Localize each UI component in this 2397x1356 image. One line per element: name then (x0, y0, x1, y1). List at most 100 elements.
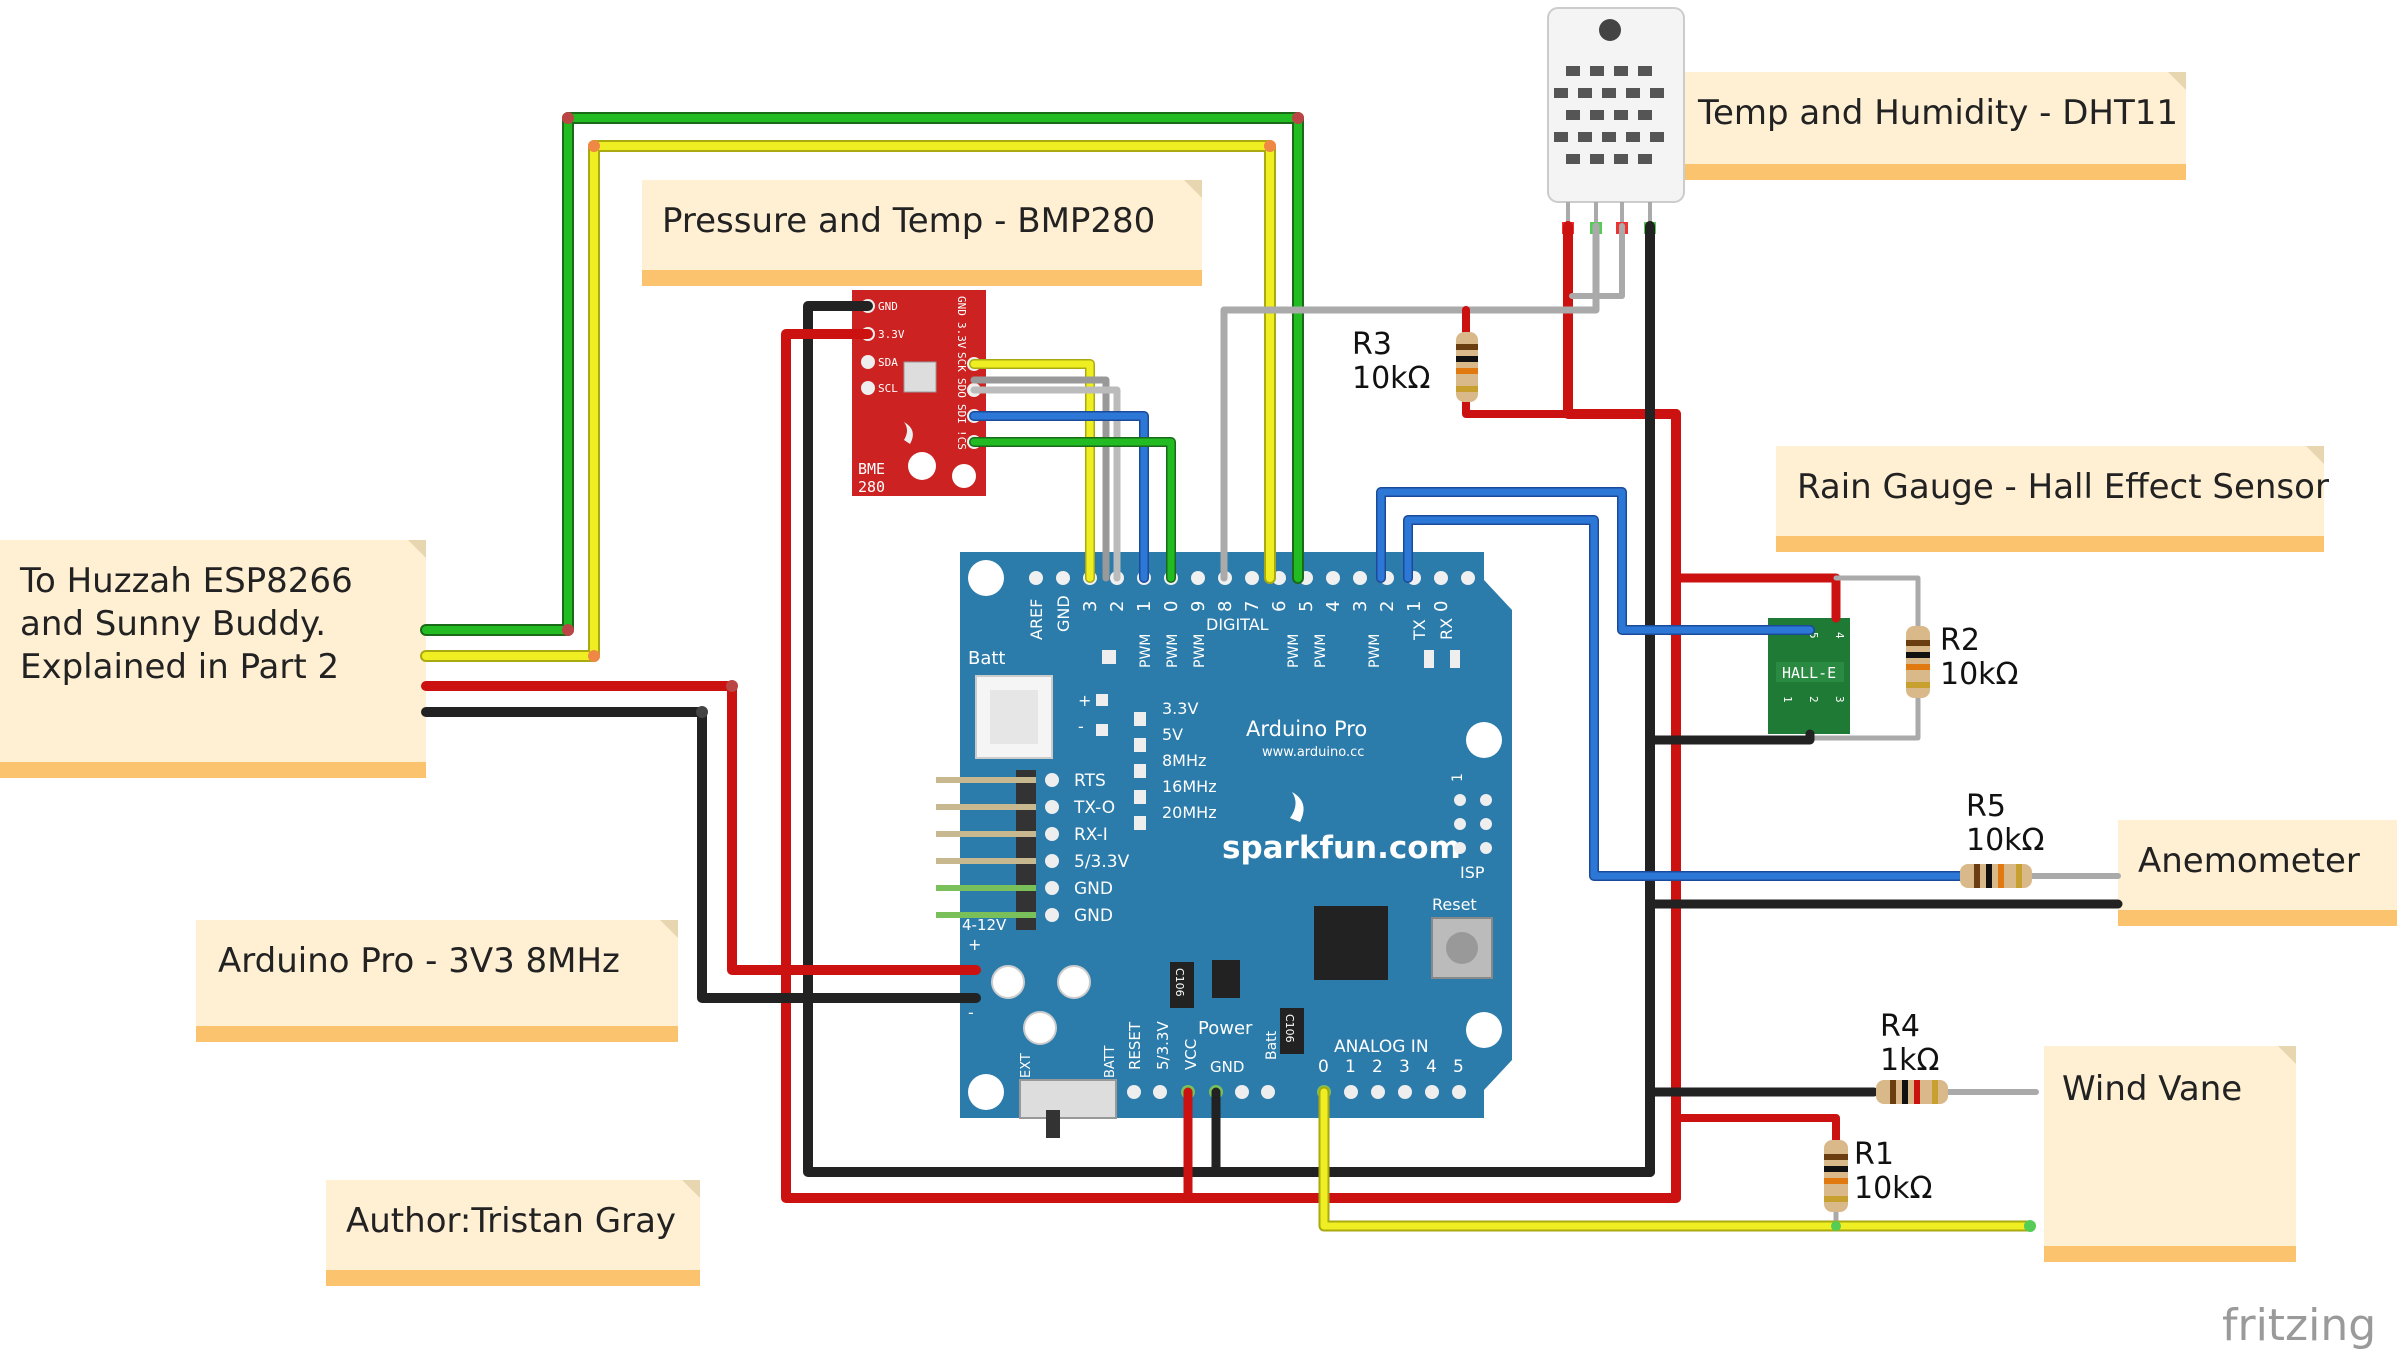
note-anemometer: Anemometer (2118, 820, 2397, 926)
pin-9-label: 9 (1188, 601, 1209, 612)
reset-label: Reset (1432, 895, 1477, 914)
wire-windvane-signal (1320, 1088, 2034, 1230)
resistor-r5: R5 10kΩ (1960, 789, 2044, 888)
bme-sensor-chip (903, 361, 937, 393)
note-arduino: Arduino Pro - 3V3 8MHz (196, 920, 678, 1042)
pin-8-label: 8 (1215, 601, 1236, 612)
v-pin-label: 5/3.3V (1154, 1021, 1172, 1070)
mount-hole (968, 1074, 1004, 1110)
wire-bme-sdo-grey (970, 376, 1110, 582)
r1-value: 10kΩ (1854, 1171, 1932, 1206)
wire-bme-vcc (781, 329, 1681, 1203)
r3-value: 10kΩ (1352, 361, 1430, 396)
note-windvane-text: Wind Vane (2062, 1069, 2242, 1109)
wire-huzzah-vcc (421, 681, 981, 975)
analog-in-label: ANALOG IN (1334, 1037, 1429, 1057)
pin-5-label: 5 (1296, 601, 1317, 612)
wire-bme-cs (970, 438, 1175, 582)
note-huzzah-line2: and Sunny Buddy. (20, 604, 326, 644)
sparkfun-flame-icon (1290, 792, 1304, 822)
wire-anemometer-signal (1404, 516, 1964, 880)
r4-name: R4 (1880, 1009, 1920, 1044)
wire-huzzah-gnd (421, 707, 981, 1003)
a0-label: 0 (1318, 1057, 1329, 1077)
gear-icon (952, 464, 976, 488)
reset-pin-label: RESET (1126, 1021, 1144, 1070)
cap-label: C106 (1173, 968, 1186, 997)
note-huzzah: To Huzzah ESP8266 and Sunny Buddy. Expla… (0, 540, 426, 778)
a2-label: 2 (1372, 1057, 1383, 1077)
wire-hall-signal (1377, 488, 1814, 634)
ftdi-vcc: 5/3.3V (1074, 852, 1130, 872)
sparkfun-logo: sparkfun.com (1222, 830, 1461, 866)
hall-pin1: 1 (1781, 696, 1794, 703)
wires (420, 112, 2123, 1232)
bme-right-sck: SCK (955, 352, 968, 372)
bme-pin-3v3: 3.3V (878, 328, 905, 341)
a1-label: 1 (1345, 1057, 1356, 1077)
note-anemometer-text: Anemometer (2138, 841, 2360, 881)
wire-dht-pull (1569, 223, 1625, 299)
range-label: 4-12V (962, 916, 1007, 934)
note-huzzah-line1: To Huzzah ESP8266 (19, 561, 353, 601)
a5-label: 5 (1453, 1057, 1464, 1077)
bme-pin-sda: SDA (878, 356, 898, 369)
r3-name: R3 (1352, 327, 1392, 362)
bme-name1: BME (858, 460, 885, 478)
note-author: Author:Tristan Gray (326, 1180, 700, 1286)
pin-7-label: 7 (1242, 601, 1263, 612)
bme-right-sdo: SDO (955, 378, 968, 398)
batt-plus-label: + (1078, 691, 1091, 710)
hall-pin2: 2 (1807, 696, 1820, 703)
tx-label: TX (1410, 619, 1429, 641)
wire-bme-sdo (970, 386, 1121, 582)
power-switch[interactable] (1019, 1079, 1117, 1119)
ext-label: EXT (1019, 1053, 1034, 1078)
wire-hall-gnd (1645, 729, 1815, 745)
pwm-label: PWM (1313, 634, 1329, 668)
note-author-text: Author:Tristan Gray (346, 1201, 676, 1241)
mount-hole (1466, 1012, 1502, 1048)
hall-pin3: 3 (1833, 696, 1846, 703)
bme-pin-gnd: GND (878, 300, 898, 313)
mount-hole (968, 560, 1004, 596)
gnd-bottom-label: GND (1210, 1058, 1244, 1076)
resistor-r1: R1 10kΩ (1824, 1137, 1932, 1212)
pin-1-label: 1 (1404, 601, 1425, 612)
note-bmp280: Pressure and Temp - BMP280 (642, 180, 1202, 286)
pin-11-label: 1 (1134, 601, 1155, 612)
cap-label: C106 (1283, 1014, 1296, 1043)
mount-hole (908, 452, 936, 480)
sparkfun-flame-icon (904, 422, 913, 444)
hall-effect-sensor: HALL-E 5 4 1 2 3 (1768, 618, 1850, 734)
dht11-sensor (1547, 7, 1685, 234)
opt-5v: 5V (1162, 725, 1183, 744)
r2-name: R2 (1940, 623, 1980, 658)
pin-13-label: 3 (1080, 601, 1101, 612)
batt2-label: BATT (1103, 1045, 1118, 1078)
opt-16mhz: 16MHz (1162, 777, 1217, 796)
wire-dht-data (1220, 222, 1600, 582)
pin-10-label: 0 (1161, 601, 1182, 612)
note-wind-vane: Wind Vane (2044, 1046, 2296, 1262)
batt-minus-label: - (1078, 717, 1084, 736)
resistor-r3: R3 10kΩ (1352, 327, 1478, 402)
aref-label: AREF (1027, 599, 1046, 640)
bme-name2: 280 (858, 478, 885, 496)
a3-label: 3 (1399, 1057, 1410, 1077)
pin-3-label: 3 (1350, 601, 1371, 612)
note-rain-gauge: Rain Gauge - Hall Effect Sensor (1776, 446, 2329, 552)
wire-bme-gnd (803, 301, 1655, 1177)
ftdi-header (936, 770, 1059, 930)
pwm-label: PWM (1367, 634, 1383, 668)
wire-bme-sck (970, 360, 1094, 582)
hall-label: HALL-E (1782, 664, 1836, 682)
batt-label: Batt (968, 648, 1006, 669)
vcc-pin-label: VCC (1182, 1039, 1200, 1070)
isp-pin1-label: 1 (1450, 773, 1466, 782)
r4-value: 1kΩ (1880, 1043, 1939, 1078)
wire-r3 (1462, 306, 1572, 418)
jack-minus-label: - (968, 1003, 974, 1022)
r5-name: R5 (1966, 789, 2006, 824)
